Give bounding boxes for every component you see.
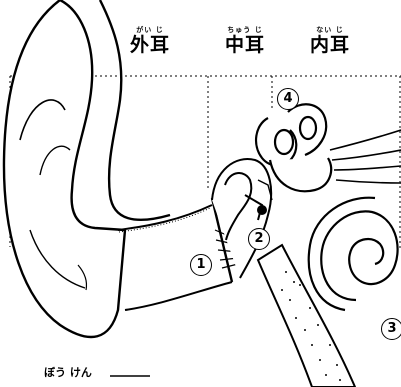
outer-ear-title: 外耳 bbox=[115, 34, 185, 56]
outer-ear-reading: がい じ bbox=[115, 26, 185, 34]
eustachian-tube bbox=[258, 245, 355, 387]
middle-ear-reading: ちゅう じ bbox=[210, 26, 280, 34]
cochlea bbox=[309, 198, 398, 310]
inner-ear-title: 内耳 bbox=[295, 34, 365, 56]
marker-1: 1 bbox=[190, 254, 212, 276]
marker-2: 2 bbox=[248, 228, 270, 250]
ear-canal bbox=[118, 205, 232, 310]
marker-3: 3 bbox=[381, 318, 401, 340]
auditory-nerve bbox=[330, 130, 401, 183]
marker-4: 4 bbox=[277, 88, 299, 110]
caption-label: ぼう けん bbox=[44, 364, 92, 380]
inner-ear-reading: ない じ bbox=[295, 26, 365, 34]
inner-ear-label: ない じ 内耳 bbox=[295, 26, 365, 56]
middle-ear-label: ちゅう じ 中耳 bbox=[210, 26, 280, 56]
middle-ear-title: 中耳 bbox=[210, 34, 280, 56]
outer-ear-label: がい じ 外耳 bbox=[115, 26, 185, 56]
